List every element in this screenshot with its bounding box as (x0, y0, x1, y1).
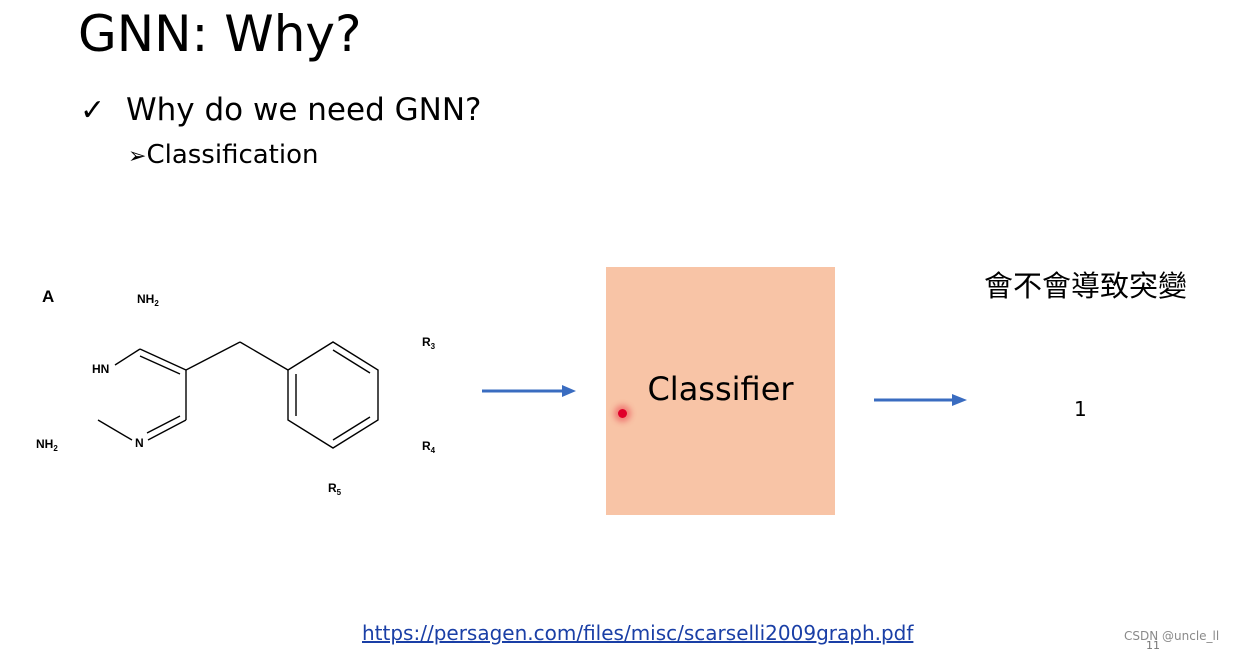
molecule-diagram: A NH2 HN NH2 N R3 R4 R5 (36, 287, 436, 497)
label-hn: HN (92, 362, 109, 376)
bond-c-c-top (139, 348, 187, 371)
page-number: 11 (1146, 639, 1160, 652)
label-r5: R5 (328, 481, 342, 497)
bond-ring-ch2 (185, 341, 241, 371)
bond-n-methyl (97, 419, 133, 441)
output-question: 會不會導致突變 (984, 269, 1188, 303)
laser-pointer-dot (618, 409, 627, 418)
arrow-head (952, 394, 967, 406)
slide-title: GNN: Why? (78, 5, 362, 63)
bond-double-inner-bottom (146, 415, 181, 434)
bond-ch2-phenyl (239, 341, 289, 371)
arrow-head (562, 385, 576, 397)
sub-bullet-classification-text: Classification (146, 140, 319, 170)
bond-hn-c (114, 348, 141, 366)
panel-label: A (42, 287, 54, 306)
label-nh2-left: NH2 (36, 437, 58, 453)
label-r4: R4 (422, 439, 436, 455)
bullet-why-gnn: ✓ Why do we need GNN? (80, 90, 481, 131)
classifier-label: Classifier (647, 370, 794, 408)
arrow-classifier-to-output (874, 394, 967, 406)
sub-bullet-classification: ➢Classification (128, 138, 318, 174)
benzene-double-3 (332, 416, 371, 441)
label-r3: R3 (422, 335, 436, 351)
classifier-box: Classifier (606, 267, 835, 515)
bond-c-n (147, 419, 187, 441)
checkmark-icon: ✓ (80, 93, 106, 128)
bond-double-inner-top (139, 355, 181, 375)
bullet-why-gnn-text: Why do we need GNN? (126, 92, 482, 128)
arrow-input-to-classifier (482, 385, 576, 397)
benzene-double-2 (332, 349, 371, 374)
label-nh2-top: NH2 (137, 292, 159, 308)
benzene-ring (287, 341, 379, 449)
molecule-bonds (97, 341, 379, 449)
watermark: CSDN @uncle_ll (1124, 629, 1220, 643)
output-value: 1 (1074, 397, 1087, 421)
arrowhead-bullet-icon: ➢ (128, 144, 147, 169)
label-n: N (135, 436, 144, 450)
source-link[interactable]: https://persagen.com/files/misc/scarsell… (362, 621, 914, 645)
